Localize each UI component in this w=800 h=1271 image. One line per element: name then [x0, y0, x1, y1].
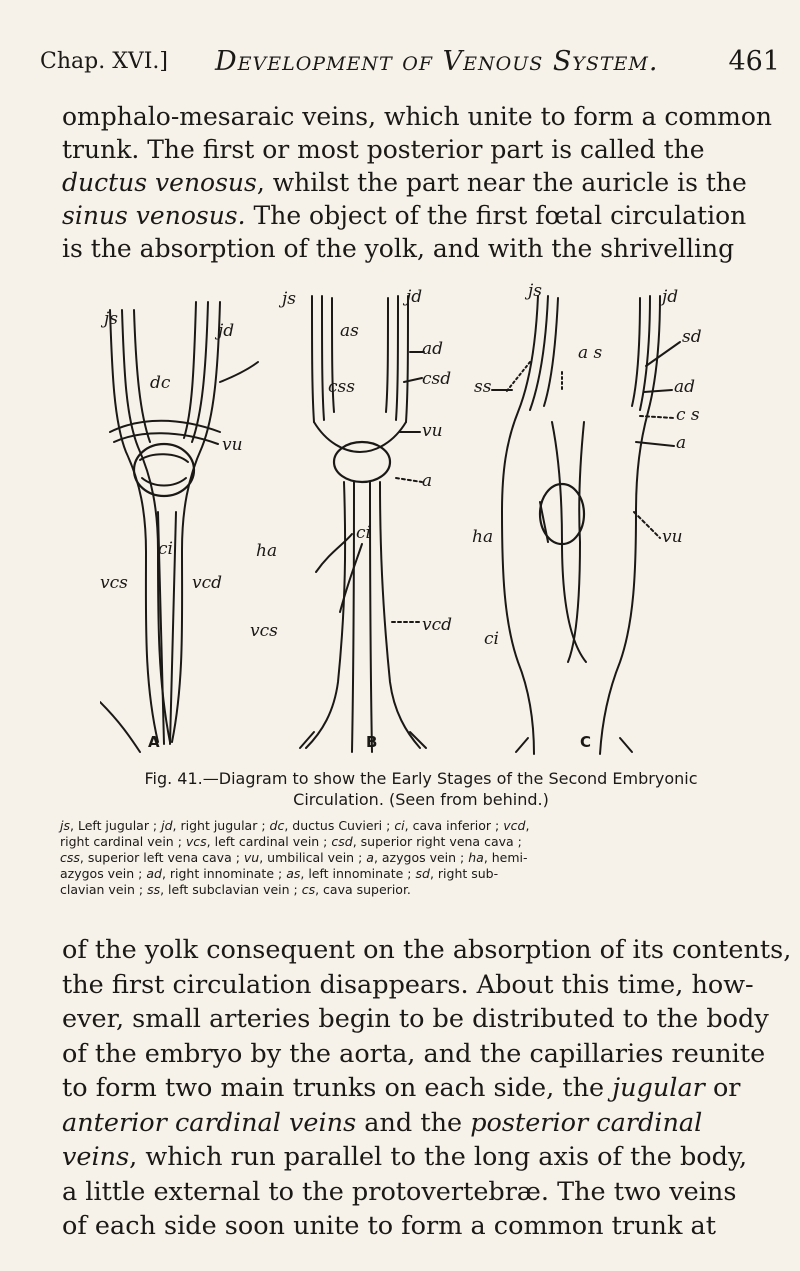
- page-number: 461: [728, 46, 780, 77]
- text-line: of each side soon unite to form a common…: [62, 1209, 782, 1244]
- text-run: The object of the first fœtal circulatio…: [245, 201, 747, 230]
- label-c-sd: sd: [682, 327, 702, 347]
- label-c-cs: c s: [676, 405, 700, 425]
- label-b-a: a: [422, 471, 433, 491]
- label-b-ad: ad: [422, 339, 444, 359]
- text-line: ever, small arteries begin to be distrib…: [62, 1002, 782, 1037]
- top-paragraph: omphalo-mesaraic veins, which unite to f…: [62, 100, 782, 265]
- label-c-ha: ha: [472, 527, 494, 547]
- text-run: ever, small arteries begin to be distrib…: [62, 1004, 769, 1034]
- label-c-ci: ci: [484, 629, 499, 649]
- text-line: to form two main trunks on each side, th…: [62, 1071, 782, 1106]
- panel-letter-a: A: [148, 733, 160, 751]
- text-run: omphalo-mesaraic veins, which unite to f…: [62, 102, 772, 131]
- legend-line: css, superior left vena cava ; vu, umbil…: [60, 850, 528, 865]
- caption-title-line: Fig. 41.—Diagram to show the Early Stage…: [144, 769, 698, 788]
- label-b-vcs: vcs: [250, 621, 278, 641]
- label-b-csd: csd: [422, 369, 452, 389]
- label-a-vcd: vcd: [192, 573, 223, 593]
- running-header: Chap. XVI.] Development of Venous System…: [40, 42, 780, 82]
- label-c-ad: ad: [674, 377, 696, 397]
- panel-b-drawing: [299, 295, 427, 753]
- text-run: a little external to the protovertebræ. …: [62, 1176, 737, 1207]
- label-b-js: js: [282, 289, 296, 309]
- text-run: of the embryo by the aorta, and the capi…: [62, 1038, 766, 1069]
- running-title: Development of Venous System.: [215, 46, 659, 77]
- text-run: , whilst the part near the auricle is th…: [256, 168, 747, 197]
- label-b-vcd: vcd: [422, 615, 453, 635]
- text-run: to form two main trunks on each side, th…: [62, 1073, 613, 1103]
- chapter-reference: Chap. XVI.]: [40, 49, 169, 74]
- label-c-a: a: [676, 433, 687, 453]
- label-b-vu: vu: [422, 421, 443, 441]
- label-a-dc: dc: [150, 373, 171, 393]
- label-c-ss: ss: [474, 377, 492, 397]
- figure-caption: Fig. 41.—Diagram to show the Early Stage…: [60, 768, 782, 898]
- label-c-as: a s: [578, 343, 603, 363]
- legend-line: js, Left jugular ; jd, right jugular ; d…: [60, 818, 530, 833]
- italic-term: anterior cardinal veins: [62, 1107, 357, 1138]
- label-b-css: css: [328, 377, 355, 397]
- label-b-ha: ha: [256, 541, 278, 561]
- legend-line: azygos vein ; ad, right innominate ; as,…: [60, 866, 499, 881]
- text-line: anterior cardinal veins and the posterio…: [62, 1106, 782, 1141]
- label-a-vu: vu: [222, 435, 243, 455]
- label-a-jd: jd: [218, 321, 235, 341]
- label-a-vcs: vcs: [100, 573, 128, 593]
- label-b-ci: ci: [356, 523, 371, 543]
- caption-legend: js, Left jugular ; jd, right jugular ; d…: [60, 818, 782, 898]
- panel-c-drawing: [491, 295, 681, 755]
- text-run: trunk. The first or most posterior part …: [62, 135, 705, 164]
- label-c-vu: vu: [662, 527, 683, 547]
- text-line: of the yolk consequent on the absorption…: [62, 933, 791, 968]
- figure-41: js jd dc vu ci vcs vcd A js jd as ad css…: [100, 282, 780, 762]
- bottom-paragraph: of the yolk consequent on the absorption…: [62, 933, 791, 1244]
- text-line: veins, which run parallel to the long ax…: [62, 1140, 782, 1175]
- label-c-js: js: [528, 281, 542, 301]
- legend-line: clavian vein ; ss, left subclavian vein …: [60, 882, 411, 897]
- caption-title: Fig. 41.—Diagram to show the Early Stage…: [60, 768, 782, 810]
- panel-letter-c: C: [580, 733, 592, 751]
- text-line: a little external to the protovertebræ. …: [62, 1175, 782, 1210]
- text-line: omphalo-mesaraic veins, which unite to f…: [62, 100, 782, 133]
- italic-term: ductus venosus: [62, 168, 257, 197]
- italic-term: posterior cardinal: [470, 1107, 703, 1138]
- label-a-js: js: [104, 309, 118, 329]
- text-run: or: [704, 1073, 741, 1103]
- text-line: is the absorption of the yolk, and with …: [62, 232, 782, 265]
- text-run: and the: [356, 1107, 471, 1138]
- text-line: ductus venosus, whilst the part near the…: [62, 166, 782, 199]
- text-line: trunk. The first or most posterior part …: [62, 133, 782, 166]
- label-b-jd: jd: [406, 287, 423, 307]
- label-c-jd: jd: [662, 287, 679, 307]
- text-line: the first circulation disappears. About …: [62, 968, 782, 1003]
- text-run: , which run parallel to the long axis of…: [129, 1142, 748, 1172]
- text-run: of the yolk consequent on the absorption…: [62, 935, 792, 965]
- panel-a-drawing: [100, 301, 259, 753]
- text-run: of each side soon unite to form a common…: [62, 1211, 716, 1241]
- label-b-as: as: [340, 321, 359, 341]
- caption-title-line: Circulation. (Seen from behind.): [293, 790, 549, 809]
- text-line: sinus venosus. The object of the first f…: [62, 199, 782, 232]
- vein-diagram: [100, 295, 681, 755]
- label-a-ci: ci: [158, 539, 173, 559]
- italic-term: jugular: [612, 1073, 705, 1103]
- italic-term: veins: [62, 1142, 130, 1172]
- text-run: is the absorption of the yolk, and with …: [62, 234, 735, 263]
- italic-term: sinus venosus.: [62, 201, 246, 230]
- panel-letter-b: B: [366, 733, 378, 751]
- text-line: of the embryo by the aorta, and the capi…: [62, 1037, 782, 1072]
- legend-line: right cardinal vein ; vcs, left cardinal…: [60, 834, 522, 849]
- text-run: the first circulation disappears. About …: [62, 969, 754, 1000]
